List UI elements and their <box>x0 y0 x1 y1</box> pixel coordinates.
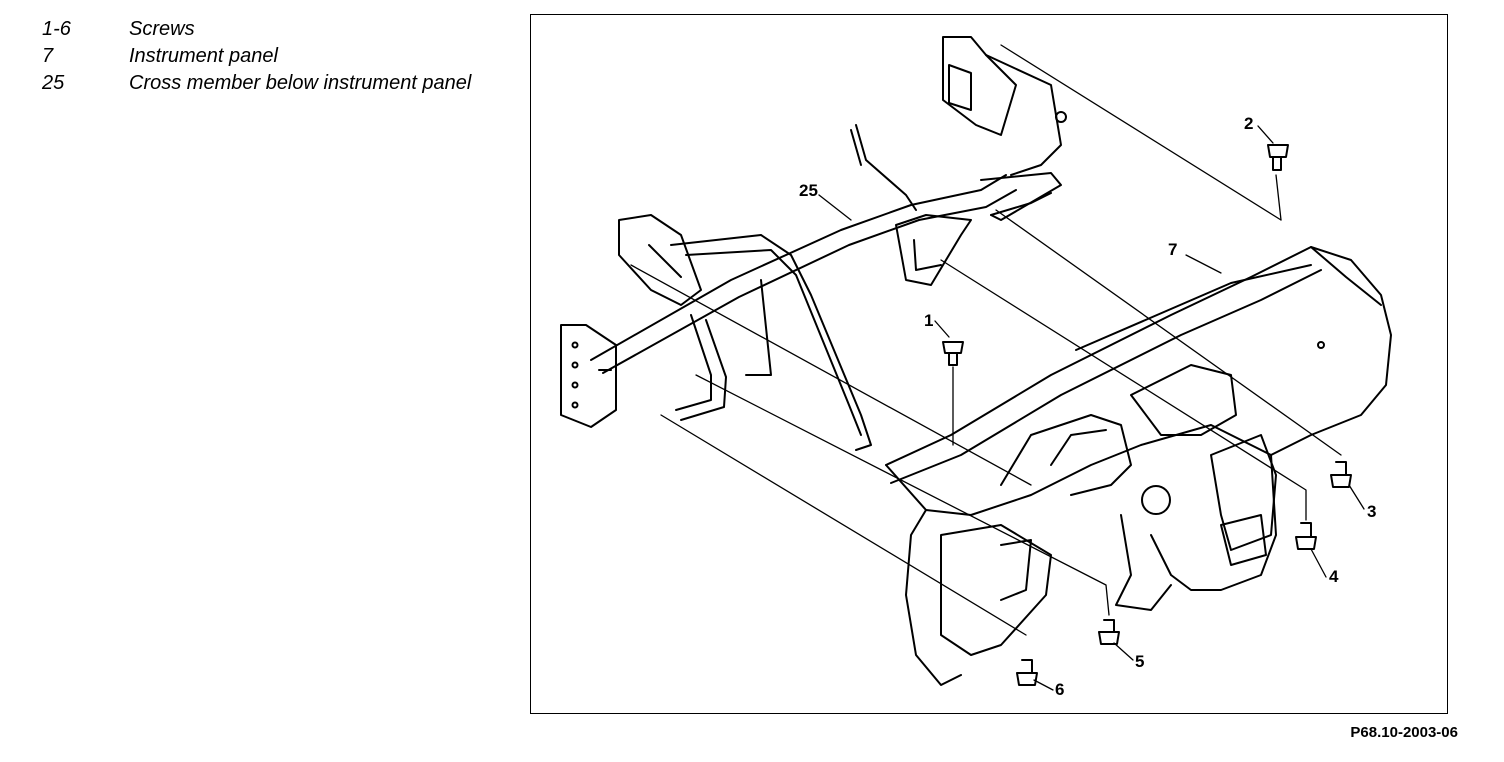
instrument-panel-drawing <box>885 246 1392 686</box>
legend-row-cross-member: 25 Cross member below instrument panel <box>42 70 482 97</box>
exploded-view-figure: 1 2 3 4 5 6 7 25 <box>530 14 1448 714</box>
callout-1: 1 <box>924 311 933 330</box>
legend-key: 1-6 <box>42 18 71 40</box>
alignment-lines <box>630 44 1365 691</box>
callout-2: 2 <box>1244 114 1253 133</box>
callout-25: 25 <box>799 181 818 200</box>
legend-desc: Screws <box>129 18 195 40</box>
legend-desc: Instrument panel <box>129 45 278 67</box>
screw-drawings <box>942 144 1352 686</box>
legend-key: 25 <box>42 72 65 94</box>
legend-row-screws: 1-6 Screws <box>42 16 482 43</box>
callout-3: 3 <box>1367 502 1376 521</box>
callout-7: 7 <box>1168 240 1177 259</box>
exploded-view-drawing: 1 2 3 4 5 6 7 25 <box>560 36 1392 699</box>
figure-reference-code: P68.10-2003-06 <box>1350 724 1458 741</box>
callout-5: 5 <box>1135 652 1144 671</box>
legend-desc: Cross member below instrument panel <box>129 72 472 94</box>
cross-member-drawing <box>560 36 1067 451</box>
callout-6: 6 <box>1055 680 1064 699</box>
legend-row-instrument-panel: 7 Instrument panel <box>42 43 482 70</box>
parts-legend: 1-6 Screws 7 Instrument panel 25 Cross m… <box>42 16 482 97</box>
legend-key: 7 <box>42 45 54 67</box>
callout-4: 4 <box>1329 567 1339 586</box>
